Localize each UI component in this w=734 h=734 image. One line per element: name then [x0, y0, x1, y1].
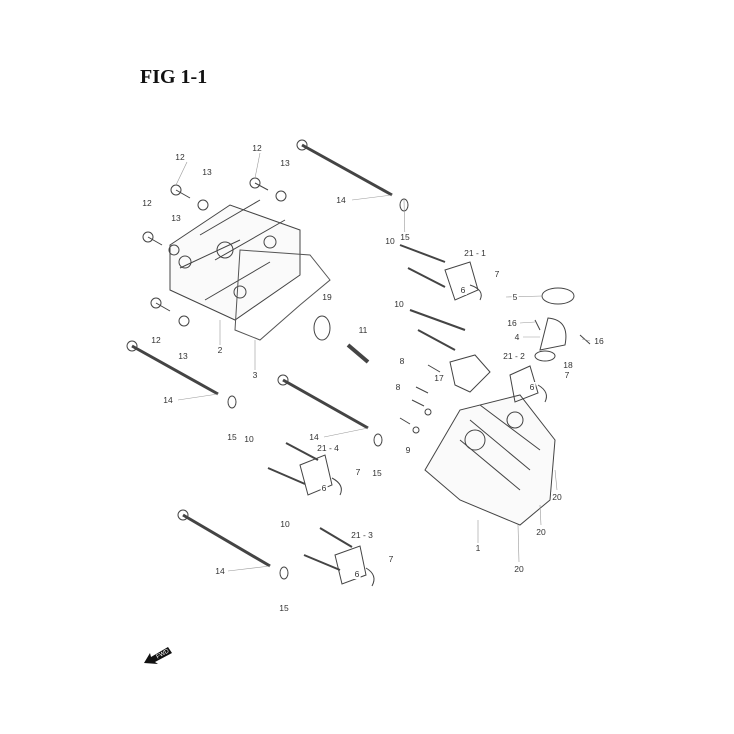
cylinder-head	[424, 394, 556, 526]
part-number-label: 10	[393, 299, 405, 309]
part-number-label: 13	[279, 158, 291, 168]
part-number-label: 21 - 3	[350, 530, 374, 540]
long-bolt	[277, 374, 369, 430]
long-bolt	[296, 139, 393, 197]
part-number-label: 12	[150, 335, 162, 345]
part-number-label: 15	[278, 603, 290, 613]
part-number-label: 13	[201, 167, 213, 177]
part-number-label: 15	[399, 232, 411, 242]
part-number-label: 13	[177, 351, 189, 361]
part-number-label: 16	[506, 318, 518, 328]
part-number-label: 10	[384, 236, 396, 246]
part-number-label: 21 - 2	[502, 351, 526, 361]
part-number-label: 21 - 4	[316, 443, 340, 453]
part-number-label: 1	[474, 543, 482, 553]
part-number-label: 4	[513, 332, 521, 342]
part-number-label: 6	[459, 285, 467, 295]
part-number-label: 21 - 1	[463, 248, 487, 258]
cylinder-head-cover	[169, 199, 301, 321]
part-number-label: 12	[141, 198, 153, 208]
part-number-label: 11	[357, 325, 369, 335]
part-number-label: 14	[162, 395, 174, 405]
part-number-label: 14	[214, 566, 226, 576]
part-number-label: 13	[170, 213, 182, 223]
part-number-label: 5	[511, 292, 519, 302]
part-number-label: 20	[551, 492, 563, 502]
part-number-label: 20	[535, 527, 547, 537]
part-number-label: 16	[593, 336, 605, 346]
part-number-label: 6	[528, 382, 536, 392]
part-number-label: 18	[562, 360, 574, 370]
part-number-label: 3	[251, 370, 259, 380]
part-number-label: 17	[433, 373, 445, 383]
part-number-label: 6	[353, 569, 361, 579]
part-number-label: 2	[216, 345, 224, 355]
part-number-label: 8	[398, 356, 406, 366]
long-bolt	[177, 509, 271, 568]
part-number-label: 20	[513, 564, 525, 574]
part-number-label: 12	[251, 143, 263, 153]
figure-title: FIG 1-1	[140, 66, 208, 88]
part-number-label: 15	[226, 432, 238, 442]
part-number-label: 6	[320, 483, 328, 493]
part-number-label: 10	[279, 519, 291, 529]
part-number-label: 15	[371, 468, 383, 478]
part-number-label: 10	[243, 434, 255, 444]
part-number-label: 7	[493, 269, 501, 279]
part-number-label: 7	[563, 370, 571, 380]
part-number-label: 14	[308, 432, 320, 442]
forward-arrow-icon: FWD	[142, 643, 174, 665]
part-number-label: 14	[335, 195, 347, 205]
part-number-label: 7	[354, 467, 362, 477]
part-number-label: 19	[321, 292, 333, 302]
part-number-label: 9	[404, 445, 412, 455]
part-number-label: 8	[394, 382, 402, 392]
part-number-label: 12	[174, 152, 186, 162]
long-bolt	[126, 340, 219, 396]
part-number-label: 7	[387, 554, 395, 564]
